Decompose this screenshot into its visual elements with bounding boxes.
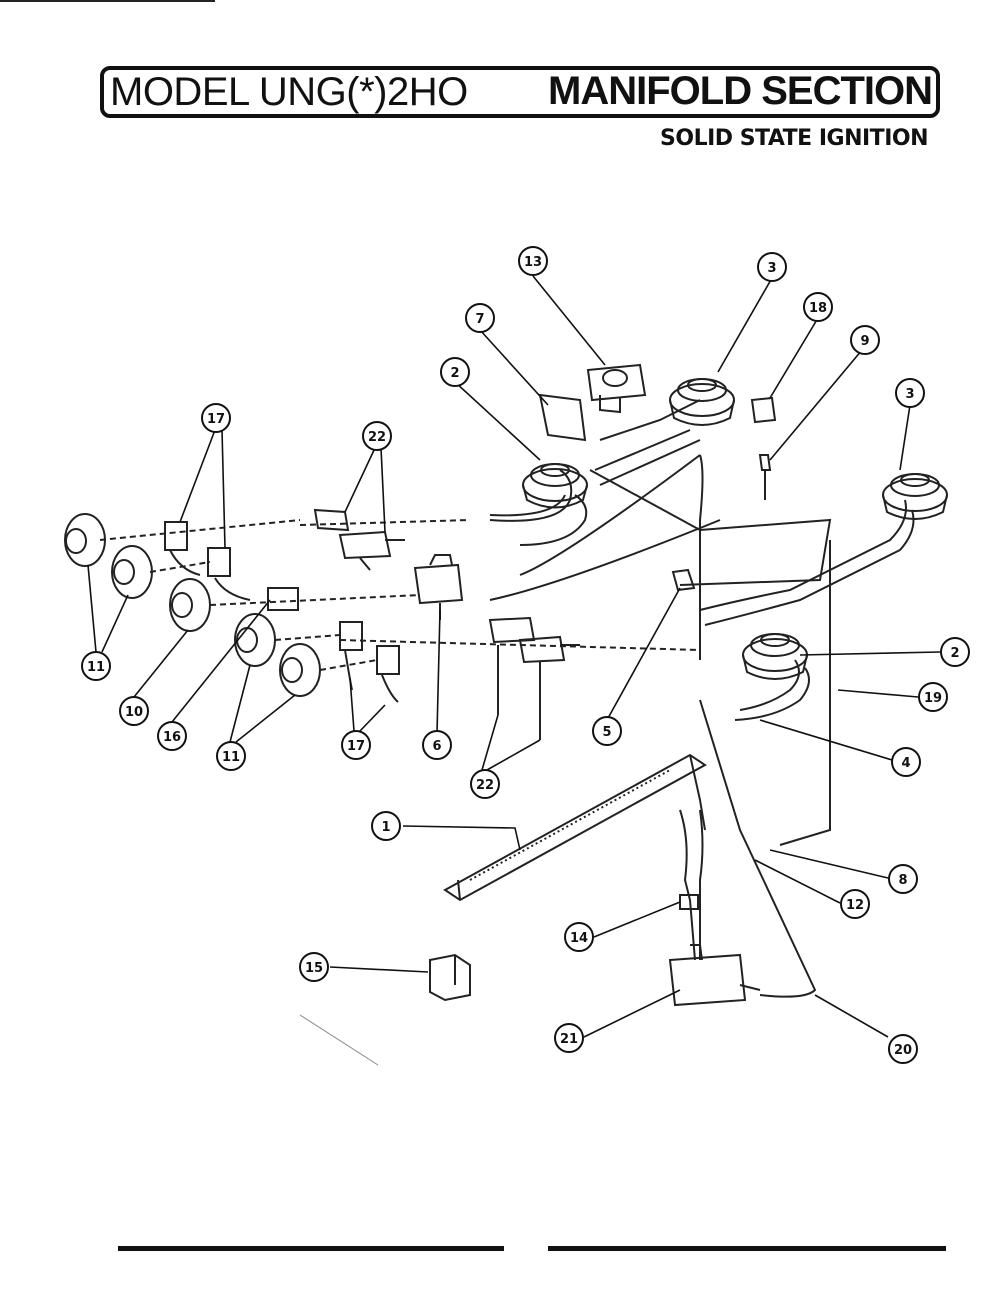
tube-19 <box>779 540 831 846</box>
callout-17a <box>201 403 231 433</box>
right-front-tube <box>739 659 800 711</box>
callout-label: 8 <box>898 873 907 888</box>
callout-label: 3 <box>767 261 776 276</box>
callout-3b <box>895 378 925 408</box>
callouts <box>81 246 970 1064</box>
callout-label: 7 <box>475 312 484 327</box>
callout-label: 18 <box>809 301 827 316</box>
callout-label: 14 <box>570 931 588 946</box>
callout-1 <box>371 811 401 841</box>
callout-7 <box>465 303 495 333</box>
callout-6 <box>422 730 452 760</box>
callout-21 <box>554 1023 584 1053</box>
callout-3a <box>757 252 787 282</box>
subtitle: SOLID STATE IGNITION <box>660 126 928 151</box>
valve-group-lower <box>339 616 701 740</box>
right-front-burner <box>742 633 808 680</box>
callout-11a <box>81 651 111 681</box>
callout-label: 11 <box>222 750 240 765</box>
callout-label: 17 <box>347 739 365 754</box>
leader-lines <box>87 275 941 1038</box>
spark-electrode <box>758 454 772 471</box>
right-rear-burner <box>882 473 948 520</box>
callout-label: 5 <box>602 725 611 740</box>
callout-label: 2 <box>450 366 459 381</box>
callout-14 <box>564 922 594 952</box>
callout-label: 12 <box>846 898 864 913</box>
hose <box>679 809 696 961</box>
callout-label: 15 <box>305 961 323 976</box>
section-title: MANIFOLD SECTION <box>548 69 933 113</box>
callout-10 <box>119 696 149 726</box>
callout-22a <box>362 421 392 451</box>
title-frame <box>100 66 940 118</box>
manifold-bar <box>443 753 707 902</box>
footer-rule-right <box>548 1246 946 1251</box>
tube-20 <box>699 699 817 998</box>
manifold-frame <box>589 469 832 586</box>
callout-label: 16 <box>163 730 181 745</box>
center-rear-burner <box>669 378 735 426</box>
callout-5 <box>592 716 622 746</box>
regulator-plate <box>586 363 647 402</box>
callout-labels: 13 3 18 7 9 2 3 17 22 11 10 16 11 17 6 2… <box>87 255 960 1058</box>
left-front-tube <box>519 494 588 546</box>
model-title: MODEL UNG(*)2HO <box>110 70 468 114</box>
callout-label: 9 <box>860 334 869 349</box>
rear-bracket <box>538 393 587 442</box>
callout-9 <box>850 325 880 355</box>
burner-tubes <box>489 399 915 721</box>
callout-17b <box>341 730 371 760</box>
callout-16 <box>157 721 187 751</box>
callout-2b <box>940 637 970 667</box>
callout-label: 17 <box>207 412 225 427</box>
top-edge-rule <box>0 0 215 2</box>
callout-label: 19 <box>924 691 942 706</box>
right-rear-tube <box>699 499 907 611</box>
callout-4 <box>891 747 921 777</box>
callout-label: 22 <box>476 778 494 793</box>
footer-rule-left <box>118 1246 504 1251</box>
spark-clip <box>750 396 777 424</box>
small-clip <box>671 568 696 592</box>
callout-20 <box>888 1034 918 1064</box>
callout-label: 13 <box>524 255 542 270</box>
callout-label: 22 <box>368 430 386 445</box>
callout-8 <box>888 864 918 894</box>
callout-label: 1 <box>381 820 390 835</box>
callout-label: 10 <box>125 705 143 720</box>
callout-label: 6 <box>432 739 441 754</box>
callout-19 <box>918 682 948 712</box>
callout-label: 2 <box>950 646 959 661</box>
bracket-15 <box>429 953 471 1002</box>
center-valve <box>413 554 464 620</box>
callout-18 <box>803 292 833 322</box>
callout-label: 21 <box>560 1032 578 1047</box>
rear-center-tube <box>594 429 701 486</box>
gas-valve-21 <box>668 953 747 1007</box>
callout-label: 4 <box>901 756 910 771</box>
callout-label: 11 <box>87 660 105 675</box>
callout-12 <box>840 889 870 919</box>
callout-2a <box>440 357 470 387</box>
left-rear-burner <box>522 463 588 509</box>
callout-15 <box>299 952 329 982</box>
callout-13 <box>518 246 548 276</box>
callout-22b <box>470 769 500 799</box>
callout-label: 20 <box>894 1043 912 1058</box>
callout-label: 3 <box>905 387 914 402</box>
callout-11b <box>216 741 246 771</box>
